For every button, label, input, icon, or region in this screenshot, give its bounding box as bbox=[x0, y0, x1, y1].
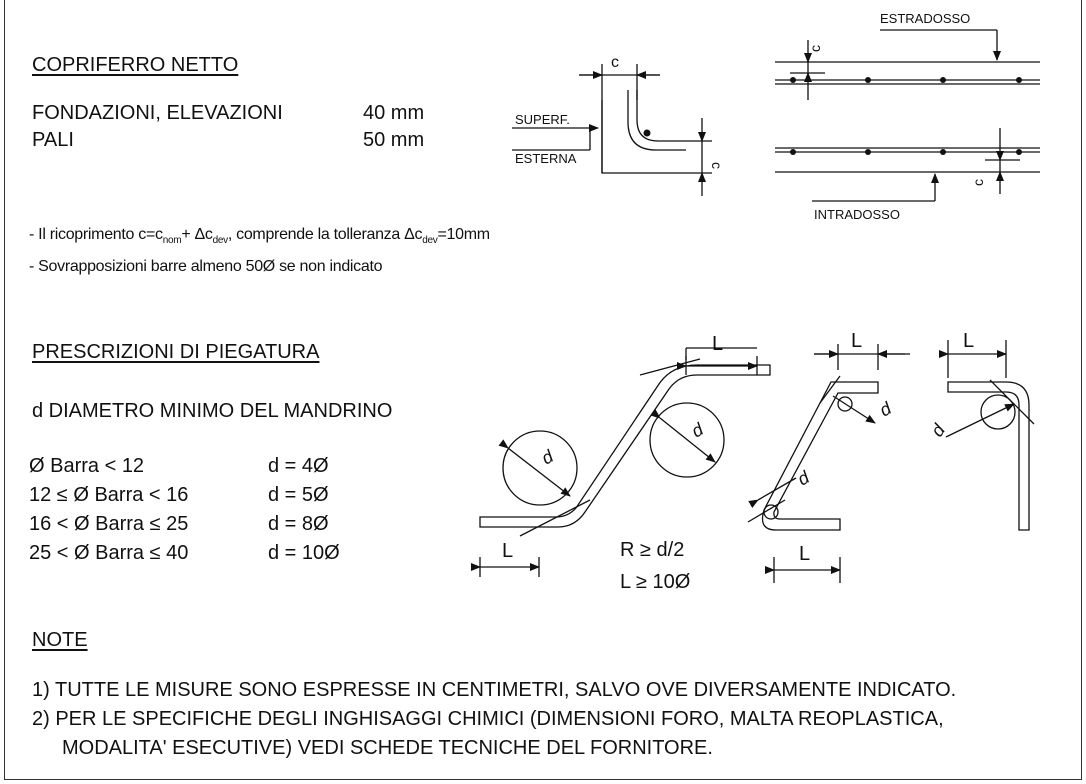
r-rule: R ≥ d/2 bbox=[620, 539, 684, 561]
L-label: L bbox=[851, 330, 862, 352]
bend-zbar bbox=[747, 344, 910, 583]
cover-title: COPRIFERRO NETTO bbox=[32, 54, 239, 76]
bend-crank bbox=[471, 347, 771, 577]
cover-row-value: 50 mm bbox=[363, 129, 425, 151]
drawing-frame bbox=[4, 0, 1082, 780]
d-label: d bbox=[794, 467, 814, 490]
L-label: L bbox=[502, 540, 513, 562]
cover-row-value: 40 mm bbox=[363, 102, 425, 124]
d-label: d bbox=[688, 419, 708, 442]
intradosso-slab bbox=[775, 128, 1040, 202]
bending-value: d = 4Ø bbox=[268, 455, 329, 477]
notes-item: MODALITA' ESECUTIVE) VEDI SCHEDE TECNICH… bbox=[62, 737, 713, 759]
L-label: L bbox=[799, 543, 810, 565]
bending-condition: 12 ≤ Ø Barra < 16 bbox=[29, 484, 189, 506]
c-label: c bbox=[970, 179, 986, 186]
intradosso-label: INTRADOSSO bbox=[814, 207, 900, 222]
bending-title: PRESCRIZIONI DI PIEGATURA bbox=[32, 341, 320, 363]
bending-value: d = 5Ø bbox=[268, 484, 329, 506]
bending-condition: 16 < Ø Barra ≤ 25 bbox=[29, 513, 189, 535]
l-rule: L ≥ 10Ø bbox=[620, 571, 690, 593]
c-label: c bbox=[807, 45, 823, 52]
superf-label: SUPERF. bbox=[515, 112, 570, 127]
cover-row-label: FONDAZIONI, ELEVAZIONI bbox=[32, 102, 283, 124]
estradosso-slab bbox=[775, 29, 1040, 100]
c-label: c bbox=[709, 162, 725, 169]
notes-item: 2) PER LE SPECIFICHE DEGLI INGHISAGGI CH… bbox=[32, 708, 944, 730]
d-label: d bbox=[538, 446, 558, 469]
bending-condition: 25 < Ø Barra ≤ 40 bbox=[29, 542, 189, 564]
cover-note-2: - Sovrapposizioni barre almeno 50Ø se no… bbox=[29, 258, 383, 275]
bend-hook bbox=[939, 340, 1035, 531]
esterna-label: ESTERNA bbox=[515, 151, 577, 166]
notes-item: 1) TUTTE LE MISURE SONO ESPRESSE IN CENT… bbox=[32, 679, 957, 701]
cover-note-1: - Il ricoprimento c=cnom+ Δcdev, compren… bbox=[29, 226, 490, 247]
L-label: L bbox=[712, 333, 723, 355]
L-label: L bbox=[963, 330, 974, 352]
bending-value: d = 10Ø bbox=[268, 542, 340, 564]
cover-row-label: PALI bbox=[32, 129, 74, 151]
rebar-dot bbox=[643, 129, 651, 137]
c-label: c bbox=[611, 54, 619, 71]
bending-subtitle: d DIAMETRO MINIMO DEL MANDRINO bbox=[32, 400, 393, 422]
bending-value: d = 8Ø bbox=[268, 513, 329, 535]
d-label: d bbox=[876, 398, 896, 421]
notes-title: NOTE bbox=[32, 629, 88, 651]
corner-cover-detail bbox=[512, 64, 712, 196]
estradosso-label: ESTRADOSSO bbox=[880, 11, 970, 26]
bending-condition: Ø Barra < 12 bbox=[29, 455, 145, 477]
